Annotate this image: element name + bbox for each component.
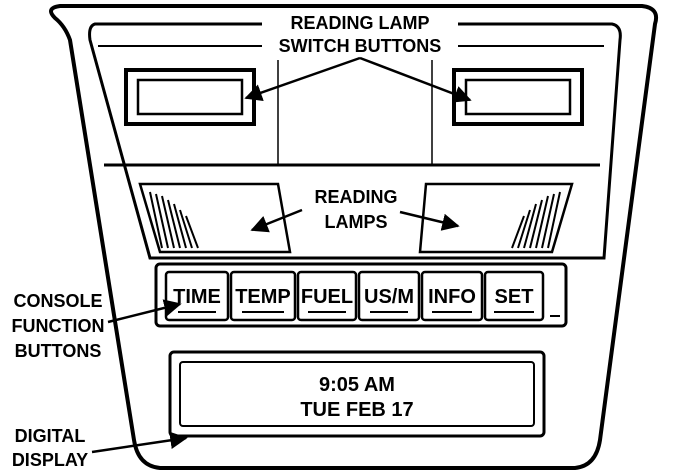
display-time: 9:05 AM <box>319 374 395 396</box>
display-date: TUE FEB 17 <box>300 399 413 421</box>
time-button-label: TIME <box>173 286 221 308</box>
right-reading-lamp <box>418 182 574 254</box>
function-button-strip <box>154 262 568 328</box>
reading-lamps-label-line1: READING <box>314 187 397 207</box>
console-housing-outer <box>49 3 659 470</box>
digital-display: 9:05 AM TUE FEB 17 <box>168 350 546 438</box>
temp-button[interactable]: TEMP <box>229 270 297 322</box>
console-housing-inner <box>88 22 622 260</box>
set-button[interactable]: SET <box>483 270 545 322</box>
set-button-label: SET <box>495 286 534 308</box>
fuel-button[interactable]: FUEL <box>296 270 358 322</box>
switch-label-backdrop <box>262 8 458 60</box>
temp-button-label: TEMP <box>235 286 291 308</box>
time-button[interactable]: TIME <box>164 270 230 322</box>
info-button[interactable]: INFO <box>420 270 484 322</box>
usm-button-label: US/M <box>364 286 414 308</box>
left-reading-lamp <box>138 182 292 254</box>
lamps-leader-right <box>399 210 460 231</box>
usm-button[interactable]: US/M <box>357 270 421 322</box>
switch-leader-left <box>244 56 361 102</box>
reading-lamp-switch-label-line1: READING LAMP <box>291 13 430 33</box>
console-function-label-line3: BUTTONS <box>15 341 102 361</box>
info-button-label: INFO <box>428 286 476 308</box>
right-lamp-switch-button[interactable] <box>452 68 584 126</box>
digital-display-leader <box>91 431 188 454</box>
console-function-label-line1: CONSOLE <box>13 291 102 311</box>
digital-display-label-line2: DISPLAY <box>12 450 88 470</box>
digital-display-label-line1: DIGITAL <box>15 426 86 446</box>
left-lamp-switch-button[interactable] <box>124 68 256 126</box>
switch-leader-right <box>359 56 472 103</box>
console-function-label-line2: FUNCTION <box>12 316 105 336</box>
fuel-button-label: FUEL <box>301 286 353 308</box>
function-buttons-leader <box>107 299 182 324</box>
lamps-leader-left <box>250 208 303 233</box>
reading-lamp-switch-label-line2: SWITCH BUTTONS <box>279 36 442 56</box>
reading-lamps-label-line2: LAMPS <box>325 212 388 232</box>
